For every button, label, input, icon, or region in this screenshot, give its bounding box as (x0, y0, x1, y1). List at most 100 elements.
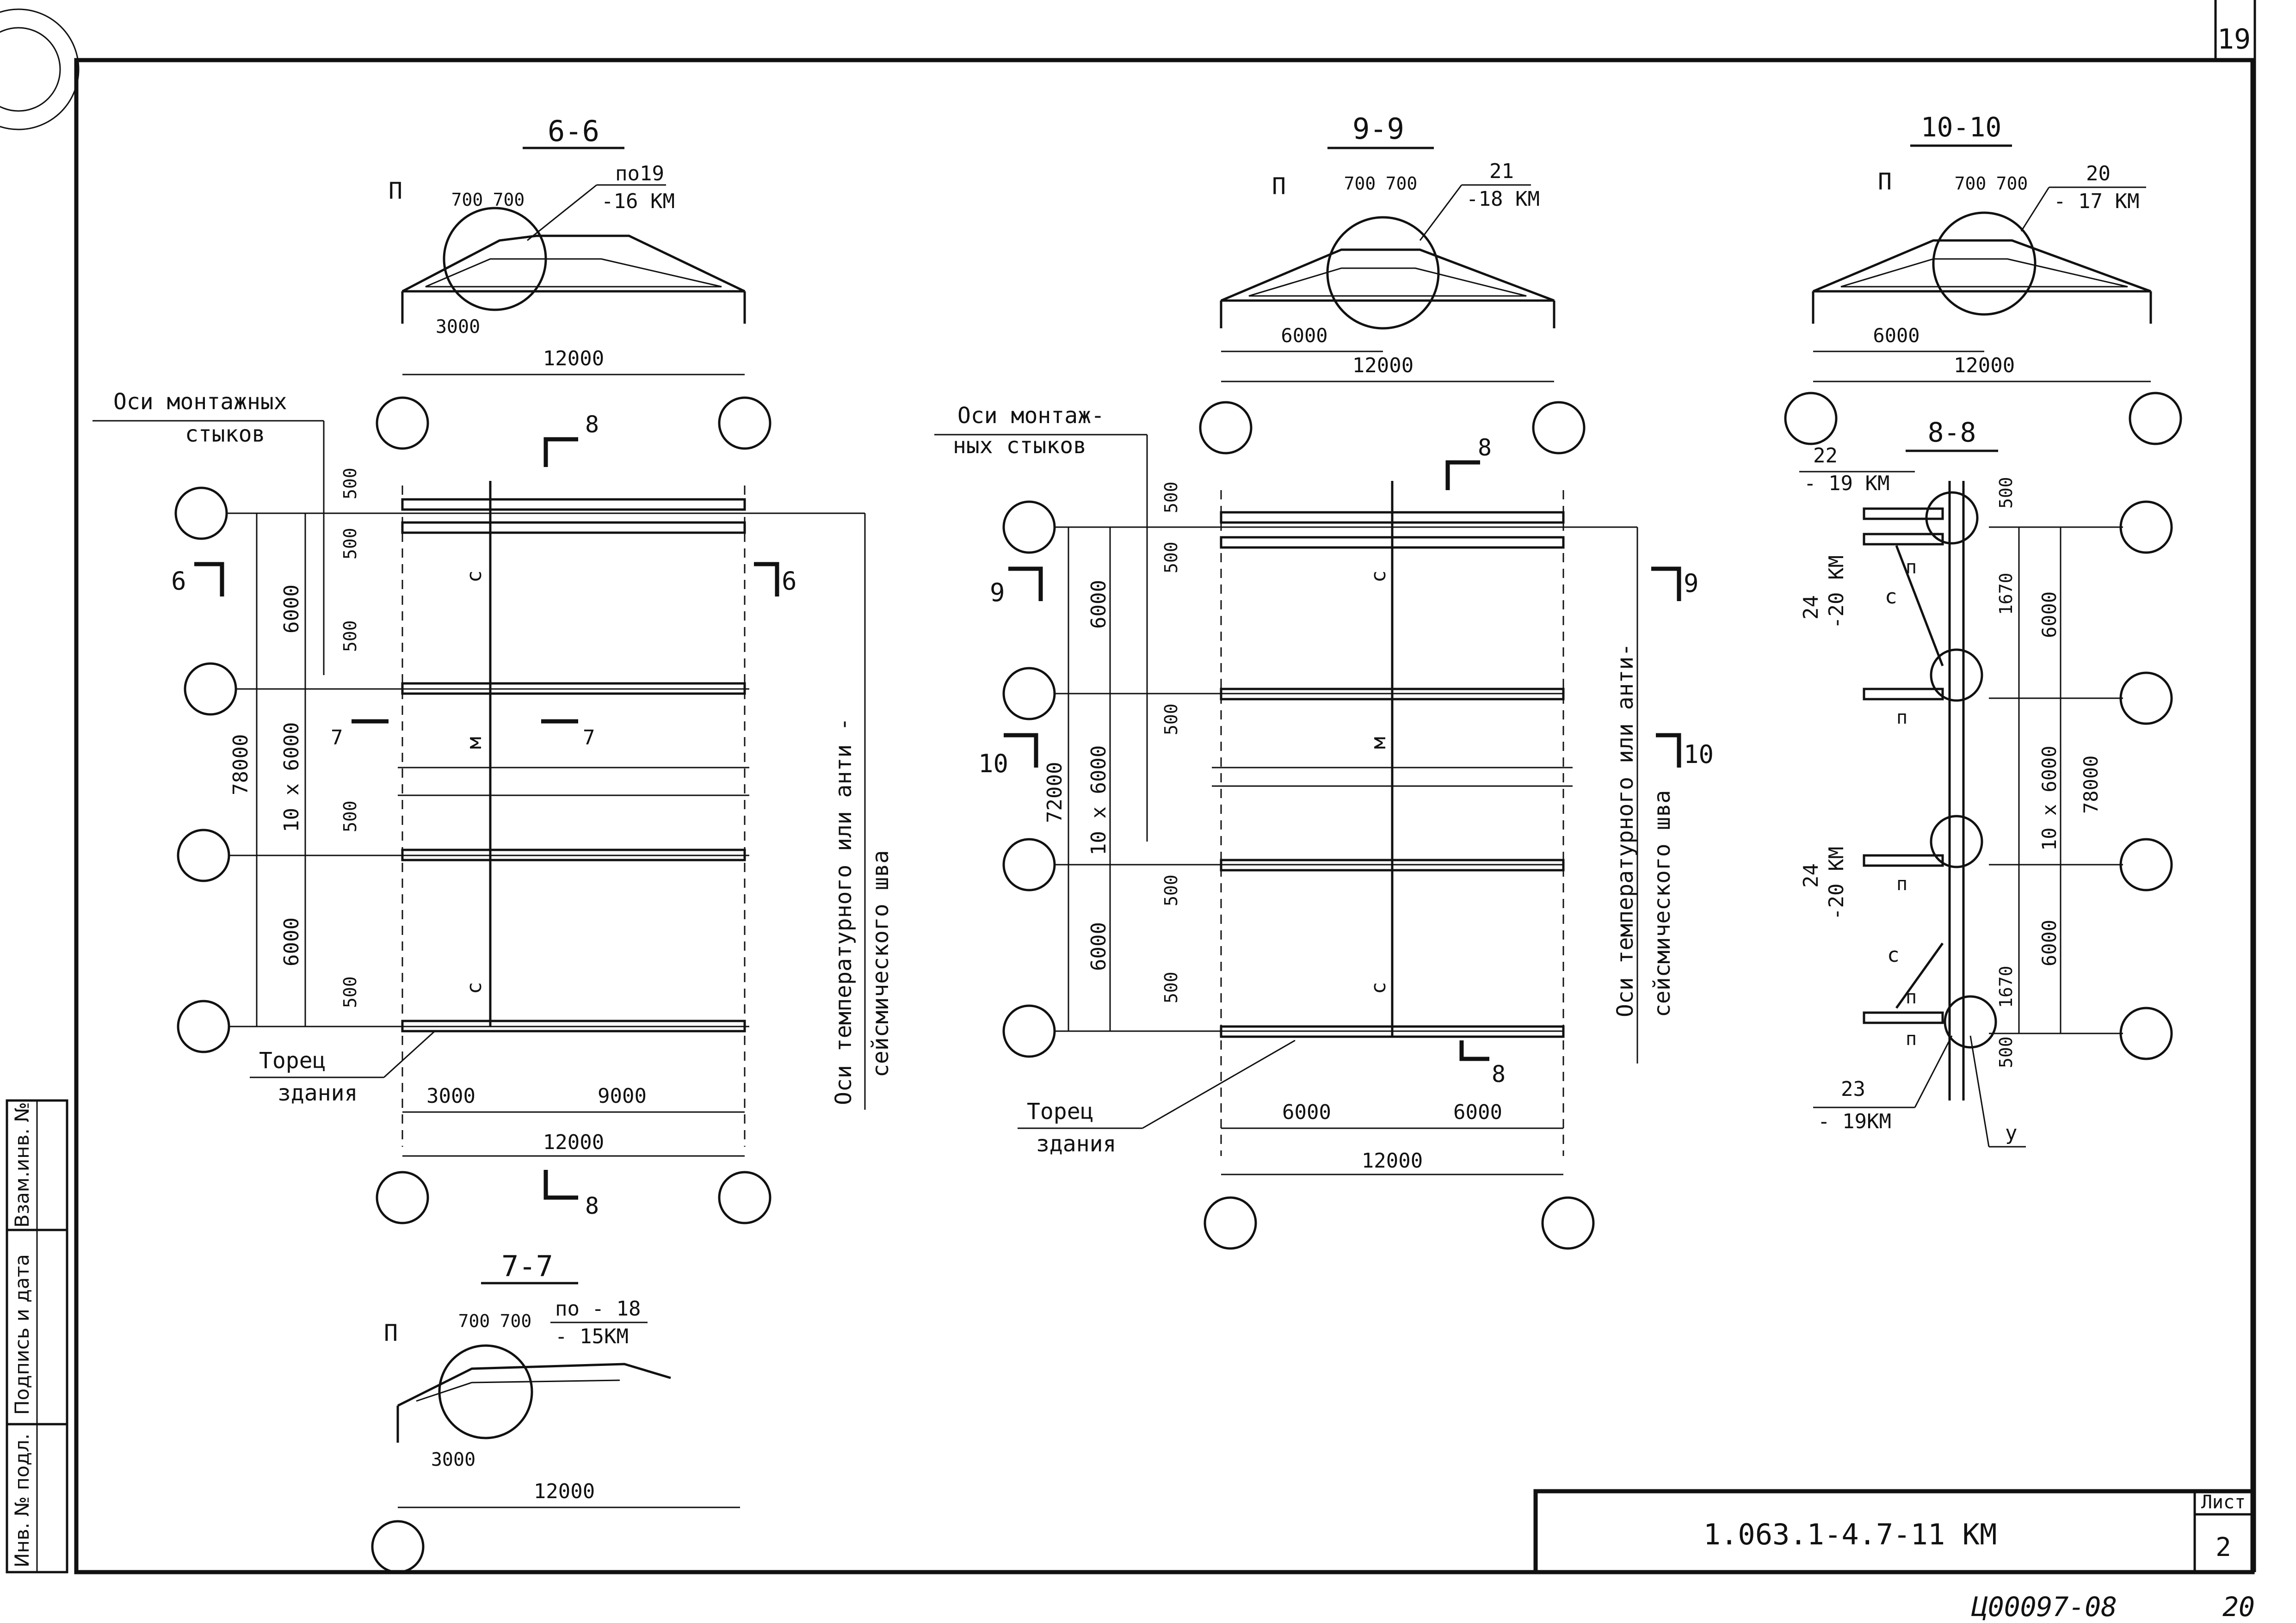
section-9-title: 9-9 (1352, 112, 1404, 146)
s9-700a: 700 (1344, 173, 1376, 194)
section-7-7: 7-7 П 700 700 по - 18 - 15КМ 3000 12000 (371, 1249, 740, 1574)
mp-cut-10-left: 10 (978, 749, 1008, 778)
approval-stamp (0, 8, 80, 130)
lp-cut-6-right: 6 (782, 566, 797, 596)
mp-dim-6000-b: 6000 (1087, 922, 1111, 971)
s8-dim-500-top: 500 (1996, 477, 2016, 509)
lp-dim-500-4: 500 (340, 800, 360, 832)
s8-ref23b: - 19КМ (1818, 1110, 1891, 1133)
mp-label-c1: с (1367, 571, 1390, 583)
s9-dim-6000: 6000 (1281, 324, 1327, 347)
mp-dim-500-1: 500 (1161, 481, 1181, 513)
s8-dim-10x: 10 x 6000 (2038, 745, 2061, 851)
s8-dim-78000: 78000 (2080, 756, 2102, 814)
stamp-inv-podl: Инв. № подл. (11, 1433, 33, 1568)
s8-ref22a: 22 (1813, 444, 1838, 467)
mp-axes-note-1: Оси монтаж- (957, 403, 1105, 429)
s6-dim-12000: 12000 (543, 347, 604, 370)
s8-ref24d: -20 КМ (1825, 847, 1848, 920)
s6-ref2: -16 КМ (601, 190, 675, 213)
s8-ref24c: 24 (1799, 863, 1823, 888)
section-6-title: 6-6 (548, 114, 599, 148)
s6-dim-3000: 3000 (436, 316, 480, 338)
archive-code: Ц00097-08 (1971, 1591, 2117, 1623)
mp-torec-1: Торец (1027, 1099, 1094, 1125)
s8-label-u: у (2005, 1121, 2018, 1145)
section-8-title: 8-8 (1928, 417, 1976, 448)
s7-700a: 700 (458, 1311, 490, 1331)
lp-cut-7-left: 7 (331, 726, 343, 750)
s6-ref1: по19 (615, 162, 664, 185)
mp-cut-9-right: 9 (1684, 569, 1699, 598)
lp-dim-9000: 9000 (598, 1084, 647, 1108)
lp-cut-8-bot: 8 (585, 1193, 599, 1219)
lp-dim-10x: 10 x 6000 (280, 722, 303, 832)
s8-dim-6000-bot: 6000 (2038, 920, 2061, 966)
mp-dim-6000-r: 6000 (1453, 1100, 1502, 1124)
sheet-frame (6, 0, 2256, 1574)
mp-dim-total: 72000 (1043, 762, 1067, 823)
s6-700a: 700 (451, 190, 483, 210)
lp-torec-1: Торец (259, 1048, 326, 1074)
section-7-title: 7-7 (501, 1249, 553, 1283)
mp-torec-2: здания (1036, 1131, 1116, 1157)
list-label: Лист (2201, 1492, 2246, 1513)
s8-ref23a: 23 (1841, 1077, 1865, 1101)
s7-ref1: по - 18 (555, 1297, 641, 1321)
lp-seismic-1: Оси температурного или анти - (831, 718, 857, 1105)
s9-p: П (1272, 173, 1286, 200)
lp-dim-12000: 12000 (543, 1131, 604, 1154)
s7-ref2: - 15КМ (555, 1325, 629, 1348)
s10-700a: 700 (1955, 173, 1987, 194)
left-plan: Оси монтажных стыков 78000 10 x 6000 600… (93, 389, 894, 1224)
lp-dim-3000: 3000 (426, 1084, 475, 1108)
lp-dim-500-1: 500 (340, 467, 360, 499)
lp-dim-500-2: 500 (340, 528, 360, 559)
mp-cut-8-top: 8 (1478, 434, 1492, 461)
s9-ref2: -18 КМ (1466, 187, 1540, 211)
mp-dim-500-5: 500 (1161, 971, 1181, 1003)
lp-label-c1: с (463, 571, 486, 583)
section-6-6: 6-6 П 700 700 по19 -16 КМ 3000 12000 (376, 114, 772, 450)
mp-cut-9-left: 9 (990, 578, 1005, 607)
section-9-9: 9-9 П 700 700 21 -18 КМ 6000 12000 (1199, 112, 1586, 455)
lp-cut-7-right: 7 (583, 726, 595, 750)
mp-dim-6000-l: 6000 (1282, 1100, 1331, 1124)
mp-seismic-2: сейсмического шва (1649, 790, 1675, 1017)
mp-dim-10x: 10 x 6000 (1087, 745, 1111, 855)
mp-label-m: м (1367, 737, 1390, 750)
s8-dim-500-bot: 500 (1996, 1036, 2016, 1068)
s9-ref1: 21 (1489, 160, 1514, 183)
lp-axes-note-2: стыков (185, 421, 265, 447)
s8-label-c1: с (1885, 585, 1897, 609)
s10-ref1: 20 (2086, 162, 2111, 185)
page-number-top: 19 (2217, 23, 2251, 55)
mp-dim-500-2: 500 (1161, 541, 1181, 573)
section-10-title: 10-10 (1921, 111, 2002, 143)
mp-cut-10-right: 10 (1684, 740, 1714, 769)
drawing-code: 1.063.1-4.7-11 КМ (1703, 1518, 1997, 1551)
lp-dim-6000-b: 6000 (280, 917, 303, 966)
mp-label-c2: с (1367, 982, 1390, 995)
lp-dim-500-5: 500 (340, 976, 360, 1008)
lp-cut-8-top: 8 (585, 411, 599, 438)
s10-dim-6000: 6000 (1873, 324, 1920, 347)
lp-cut-6-left: 6 (171, 566, 186, 596)
s8-ref24a: 24 (1799, 595, 1823, 620)
s6-p: П (389, 178, 402, 204)
s8-label-p4: п (1906, 987, 1917, 1008)
mp-dim-500-4: 500 (1161, 874, 1181, 906)
lp-torec-2: здания (278, 1080, 358, 1106)
section-10-10: 10-10 П 700 700 20 - 17 КМ 6000 12000 (1784, 111, 2182, 445)
s10-700b: 700 (1996, 173, 2028, 194)
s8-label-p5: п (1906, 1028, 1917, 1050)
mp-seismic-1: Оси температурного или анти- (1612, 643, 1638, 1017)
section-8-8: 8-8 22 - 19 КМ 24 -20 КМ 24 -20 КМ 23 - … (1799, 417, 2173, 1148)
page-number-bottom: 20 (2222, 1591, 2255, 1623)
list-number: 2 (2216, 1532, 2231, 1562)
stamp-podpis-data: Подпись и дата (11, 1254, 33, 1415)
s10-dim-12000: 12000 (1954, 354, 2015, 377)
mp-dim-12000: 12000 (1362, 1149, 1423, 1173)
s6-700b: 700 (493, 190, 525, 210)
